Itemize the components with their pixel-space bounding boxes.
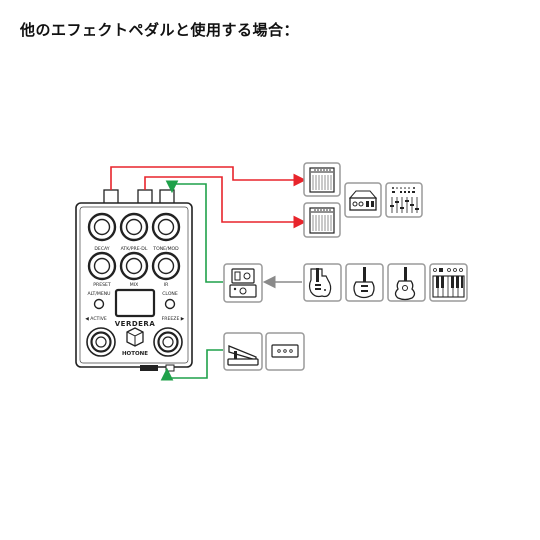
ir-label: IR — [164, 282, 169, 288]
alt-menu-label: ALT/MENU — [87, 291, 110, 297]
preset-knob[interactable] — [87, 251, 117, 281]
acoustic-guitar-icon — [387, 263, 426, 302]
active-footswitch[interactable] — [86, 327, 116, 357]
page-title: 他のエフェクトペダルと使用する場合： — [20, 21, 300, 39]
audio-interface-icon — [344, 182, 382, 218]
freeze-footswitch[interactable] — [153, 327, 183, 357]
pedal-display — [114, 288, 156, 318]
atk-pre-dl-knob[interactable] — [119, 212, 149, 242]
mix-knob[interactable] — [119, 251, 149, 281]
electric-guitar-icon — [303, 263, 342, 302]
control-cable — [160, 349, 223, 381]
mix-label: MIX — [130, 282, 138, 288]
hotone-logo-icon — [126, 327, 144, 347]
preset-label: PRESET — [93, 282, 111, 288]
input-cable — [165, 180, 223, 283]
footswitch-icon — [265, 332, 305, 371]
pedal-body — [75, 202, 193, 368]
active-label: ◀ ACTIVE — [85, 316, 107, 322]
expression-pedal-icon — [223, 332, 263, 371]
decay-knob[interactable] — [87, 212, 117, 242]
decay-label: DECAY — [94, 246, 109, 252]
keyboard-icon — [429, 263, 468, 302]
bass-guitar-icon — [345, 263, 384, 302]
output-cable-b — [144, 176, 307, 229]
tone-mod-label: TONE/MOD — [152, 246, 179, 252]
clone-label: CLONE — [162, 291, 178, 297]
clone-button[interactable] — [164, 298, 176, 310]
ir-knob[interactable] — [151, 251, 181, 281]
brand-label: HOTONE — [122, 351, 148, 357]
verdera-pedal: DECAY ATK/PRE-DL TONE/MOD PRESET MIX IR … — [75, 189, 193, 372]
output-cable-a — [110, 166, 307, 190]
tone-mod-knob[interactable] — [151, 212, 181, 242]
mixer-icon — [385, 182, 423, 218]
effect-pedal-icon — [223, 263, 263, 303]
atk-pre-dl-label: ATK/PRE-DL — [121, 246, 148, 252]
amp-icon — [303, 202, 341, 238]
amp-icon — [303, 162, 341, 197]
freeze-label: FREEZE ▶ — [162, 316, 185, 322]
alt-menu-button[interactable] — [93, 298, 105, 310]
model-name: VERDERA — [115, 320, 156, 328]
